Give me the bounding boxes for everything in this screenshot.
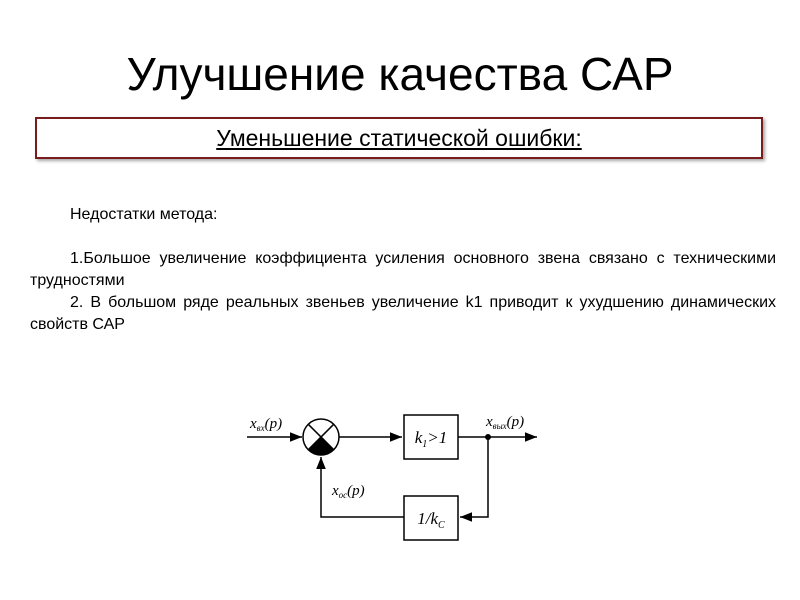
input-label: xвх(p) xyxy=(249,416,282,433)
drawback-item-2: 2. В большом ряде реальных звеньев увели… xyxy=(30,294,776,333)
feedback-block xyxy=(403,495,459,541)
forward-block-label: k1>1 xyxy=(415,428,448,450)
output-label: xвых(p) xyxy=(485,414,524,431)
feedback-block-label: 1/kC xyxy=(417,509,445,531)
feedback-label: xос(p) xyxy=(331,483,365,500)
subtitle-text: Уменьшение статической ошибки: xyxy=(216,125,582,151)
subtitle-box: Уменьшение статической ошибки: xyxy=(35,117,763,159)
body-text: Недостатки метода: 1.Большое увеличение … xyxy=(30,204,776,336)
slide-title: Улучшение качества САР xyxy=(126,48,674,100)
feedback-to-junction-arrow xyxy=(316,457,404,518)
drawback-item-1: 1.Большое увеличение коэффициента усилен… xyxy=(30,250,776,289)
summing-junction xyxy=(302,418,340,456)
feedback-return-arrow xyxy=(460,437,489,522)
drawbacks-heading: Недостатки метода: xyxy=(70,206,218,223)
